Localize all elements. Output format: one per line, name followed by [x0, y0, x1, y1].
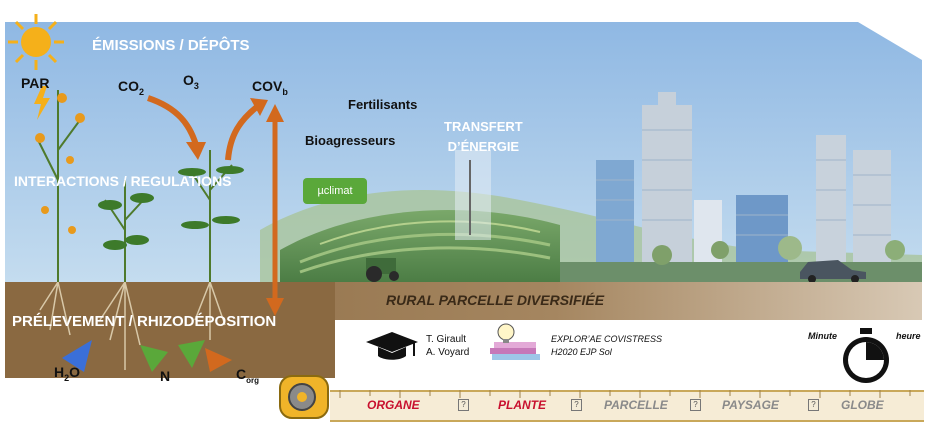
uclimat-badge: µclimat [303, 178, 367, 204]
scale-organe: ORGANE [367, 398, 420, 412]
rural-label: RURAL PARCELLE DIVERSIFIÉE [386, 292, 605, 308]
c-org-label: Corg [236, 366, 260, 385]
emissions-label: ÉMISSIONS / DÉPÔTS [92, 37, 250, 54]
scale-separator: ? [808, 399, 819, 411]
scale-ruler [330, 390, 924, 422]
cov-label: COVb [252, 78, 288, 97]
scale-plante: PLANTE [498, 398, 546, 412]
fertilisants-label: Fertilisants [348, 97, 418, 112]
scale-separator: ? [458, 399, 469, 411]
scale-ticks [339, 390, 911, 398]
minute-label: Minute [808, 331, 837, 341]
n-label: N [160, 368, 171, 384]
interactions-label: INTERACTIONS / REGULATIONS [14, 173, 232, 189]
co2-label: CO2 [118, 78, 145, 97]
scale-separator: ? [571, 399, 582, 411]
par-label: PAR [21, 75, 50, 91]
o3-label: O3 [183, 72, 199, 91]
project-credits: EXPLOR’AE COVISTRESS H2020 EJP Sol [551, 334, 663, 357]
bioagresseurs-label: Bioagresseurs [305, 133, 396, 148]
transfert-label: TRANSFERT D’ÉNERGIE [444, 119, 523, 154]
scale-separator: ? [690, 399, 701, 411]
tape-measure-icon [279, 375, 329, 419]
authors: T. Girault A. Voyard [426, 334, 470, 358]
heure-label: heure [896, 331, 921, 341]
sun-icon [8, 14, 64, 70]
scale-parcelle: PARCELLE [604, 398, 668, 412]
scale-paysage: PAYSAGE [722, 398, 779, 412]
prelevement-label: PRÉLEVEMENT / RHIZODÉPOSITION [12, 313, 277, 330]
lightning-icon [34, 86, 50, 120]
scale-globe: GLOBE [841, 398, 884, 412]
lightbulb-books-icon [490, 323, 540, 360]
stopwatch-icon [843, 328, 889, 383]
graduation-cap-icon [366, 332, 418, 360]
h2o-label: H2O [54, 364, 81, 383]
